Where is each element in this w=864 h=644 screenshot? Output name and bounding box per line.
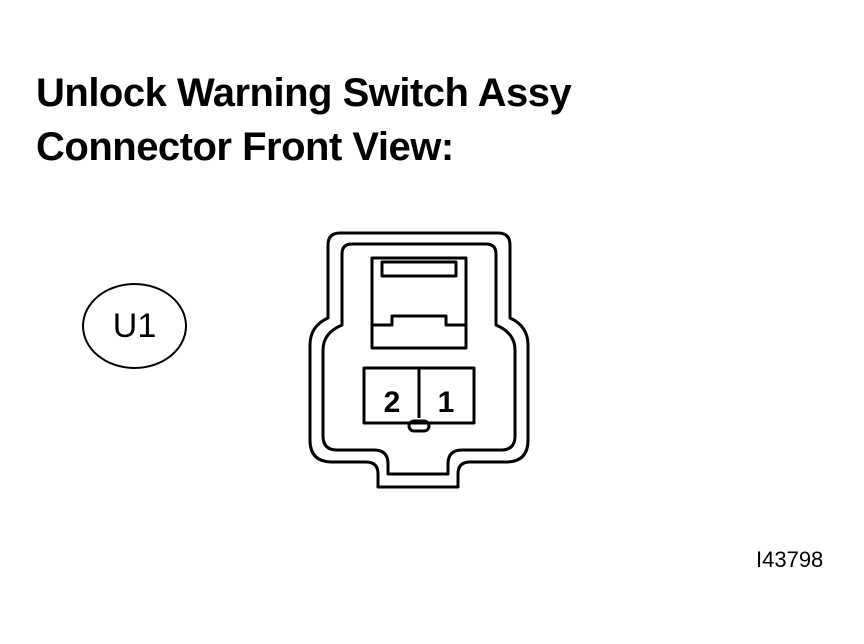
diagram-title: Unlock Warning Switch Assy Connector Fro… [36,66,572,174]
latch-step [372,314,466,327]
latch-tab [380,260,458,278]
figure-id: I43798 [756,547,824,572]
title-line-2: Connector Front View: [36,125,454,169]
connector-code-label: U1 [112,306,157,345]
connector-inner-outline [321,242,517,476]
connector-latch [370,256,468,350]
pin-2-label: 2 [384,386,401,419]
polarity-key [407,419,431,433]
connector-code-badge: U1 [82,283,187,369]
connector-outer-outline [308,231,530,489]
pin-1-label: 1 [438,386,455,419]
title-line-1: Unlock Warning Switch Assy [36,71,572,115]
